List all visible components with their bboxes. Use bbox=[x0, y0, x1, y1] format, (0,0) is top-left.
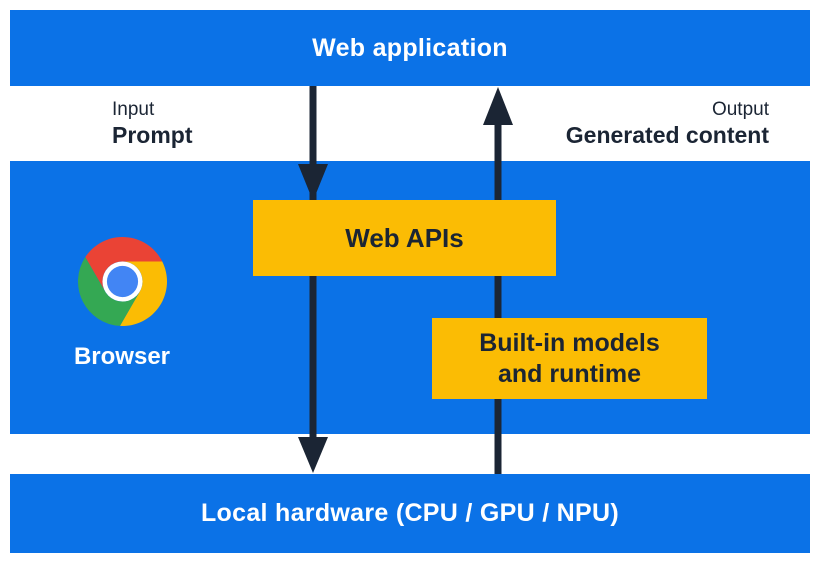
input-label-group: Input Prompt bbox=[112, 97, 193, 149]
builtin-models-label-line2: and runtime bbox=[497, 359, 642, 388]
chrome-logo-green-segment bbox=[78, 257, 140, 326]
chrome-logo-yellow-segment bbox=[119, 261, 167, 327]
input-flow-arrowhead-bottom bbox=[298, 437, 328, 473]
local-hardware-label: Local hardware (CPU / GPU / NPU) bbox=[200, 499, 619, 527]
web-apis-label: Web APIs bbox=[345, 222, 464, 253]
output-label-group: Output Generated content bbox=[566, 97, 769, 149]
input-flow-arrowhead-mid bbox=[298, 164, 328, 201]
builtin-models-box: Built-in models and runtime bbox=[432, 318, 707, 399]
chrome-logo-graphic bbox=[78, 237, 167, 327]
web-apis-box: Web APIs bbox=[253, 200, 556, 276]
web-application-label: Web application bbox=[312, 33, 508, 62]
output-title: Output bbox=[711, 99, 769, 120]
chrome-browser-icon bbox=[78, 237, 167, 327]
local-hardware-band: Local hardware (CPU / GPU / NPU) bbox=[10, 474, 810, 553]
input-value: Prompt bbox=[112, 122, 193, 148]
web-application-band: Web application bbox=[10, 10, 810, 86]
output-flow-arrow-line bbox=[494, 124, 502, 474]
output-flow-arrowhead-top bbox=[483, 87, 513, 125]
builtin-models-label-line1: Built-in models bbox=[479, 328, 660, 357]
input-title: Input bbox=[112, 99, 155, 120]
output-value: Generated content bbox=[565, 122, 769, 148]
chrome-logo-blue-center bbox=[106, 265, 139, 298]
browser-label: Browser bbox=[73, 343, 171, 370]
chrome-logo-red-segment bbox=[85, 237, 163, 292]
